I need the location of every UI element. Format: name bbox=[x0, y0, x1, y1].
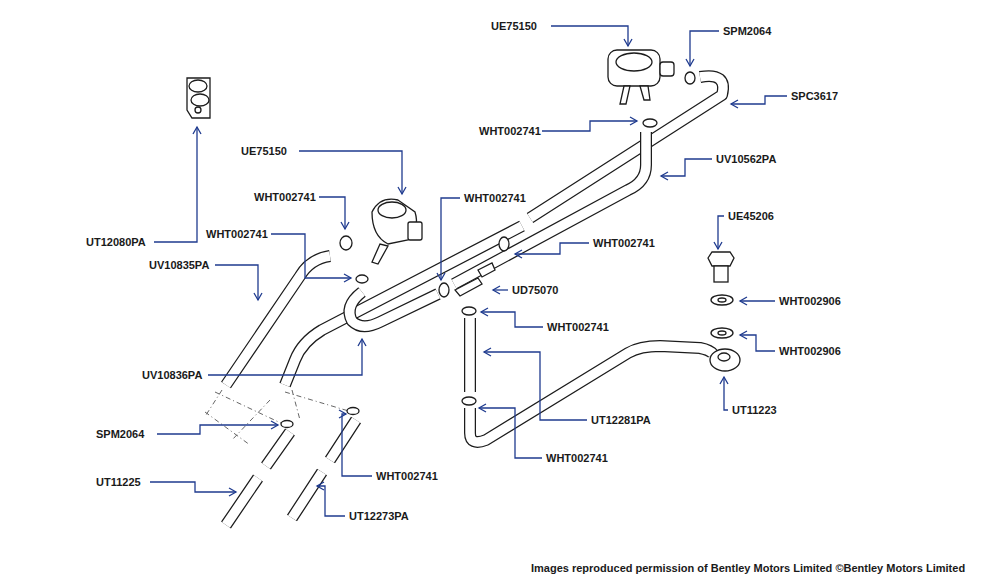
part-number: UV10835PA bbox=[148, 259, 210, 272]
part-number: UT12080PA bbox=[85, 236, 147, 249]
part-number: UV10836PA bbox=[141, 369, 203, 382]
part-number: SPM2064 bbox=[722, 25, 772, 38]
part-number: SPC3617 bbox=[790, 90, 839, 103]
part-number: UE75150 bbox=[490, 20, 538, 33]
part-number: WHT002741 bbox=[253, 191, 317, 204]
part-number: WHT002741 bbox=[463, 192, 527, 205]
part-number: WHT002741 bbox=[478, 125, 542, 138]
part-number: WHT002741 bbox=[592, 237, 656, 250]
part-number: UT11223 bbox=[731, 404, 778, 417]
part-number: WHT002906 bbox=[778, 345, 842, 358]
part-number: UT12281PA bbox=[590, 414, 652, 427]
part-number: UT12273PA bbox=[348, 510, 410, 523]
part-number: WHT002906 bbox=[778, 295, 842, 308]
part-number: UD75070 bbox=[511, 284, 559, 297]
part-number: SPM2064 bbox=[95, 428, 145, 441]
part-number: UE45206 bbox=[727, 210, 775, 223]
part-number: WHT002741 bbox=[546, 321, 610, 334]
part-number: WHT002741 bbox=[205, 228, 269, 241]
part-number: UE75150 bbox=[240, 145, 288, 158]
part-number: UT11225 bbox=[95, 476, 142, 489]
part-number: UV10562PA bbox=[715, 153, 777, 166]
part-number: WHT002741 bbox=[375, 470, 439, 483]
part-number: WHT002741 bbox=[545, 452, 609, 465]
copyright-note: Images reproduced permission of Bentley … bbox=[530, 562, 966, 575]
